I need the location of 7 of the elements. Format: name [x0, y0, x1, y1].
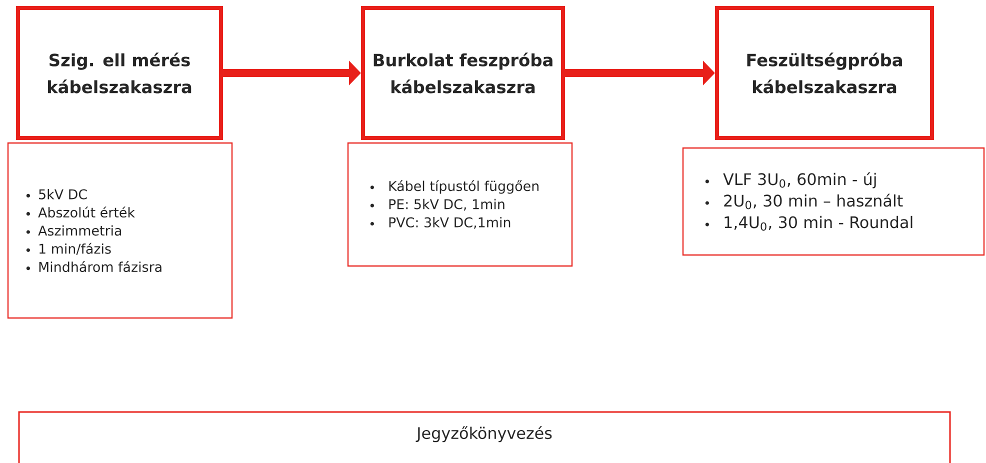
step-box: Szig. ell mérés kábelszakaszra: [16, 6, 223, 140]
bullet-list-box: VLF 3U$_{0}$, 60min - új 2U$_{0}$, 30 min – használt 1,4U$_{0}$, 30 min - Roundal: [682, 147, 985, 256]
step-box: Feszültségpróba kábelszakaszra: [715, 6, 934, 140]
bullet-list-box: Kábel típustól függően PE: 5kV DC, 1min PVC: 3kV DC,1min: [347, 142, 573, 267]
label-box: Jegyzőkönyvezés: [18, 411, 951, 463]
bullet-list-box: 5kV DC Abszolút érték Aszimmetria 1 min/fázis Mindhárom fázisra: [7, 142, 233, 319]
step-box: Burkolat feszpróba kábelszakaszra: [361, 6, 565, 140]
